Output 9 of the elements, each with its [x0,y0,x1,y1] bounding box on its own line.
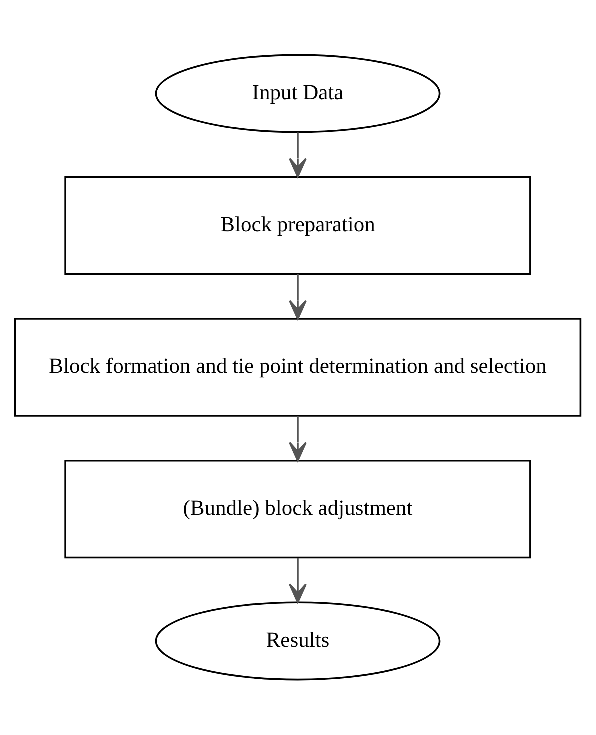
node-box: Block preparation [64,176,532,276]
arrow [289,274,307,320]
arrow [289,132,307,178]
node-ellipse: Input Data [155,54,441,134]
node-box: Block formation and tie point determination and selection [14,318,582,417]
arrow [289,558,307,604]
node-box: (Bundle) block adjustment [64,460,532,559]
node-ellipse: Results [155,602,441,681]
arrow [289,416,307,462]
